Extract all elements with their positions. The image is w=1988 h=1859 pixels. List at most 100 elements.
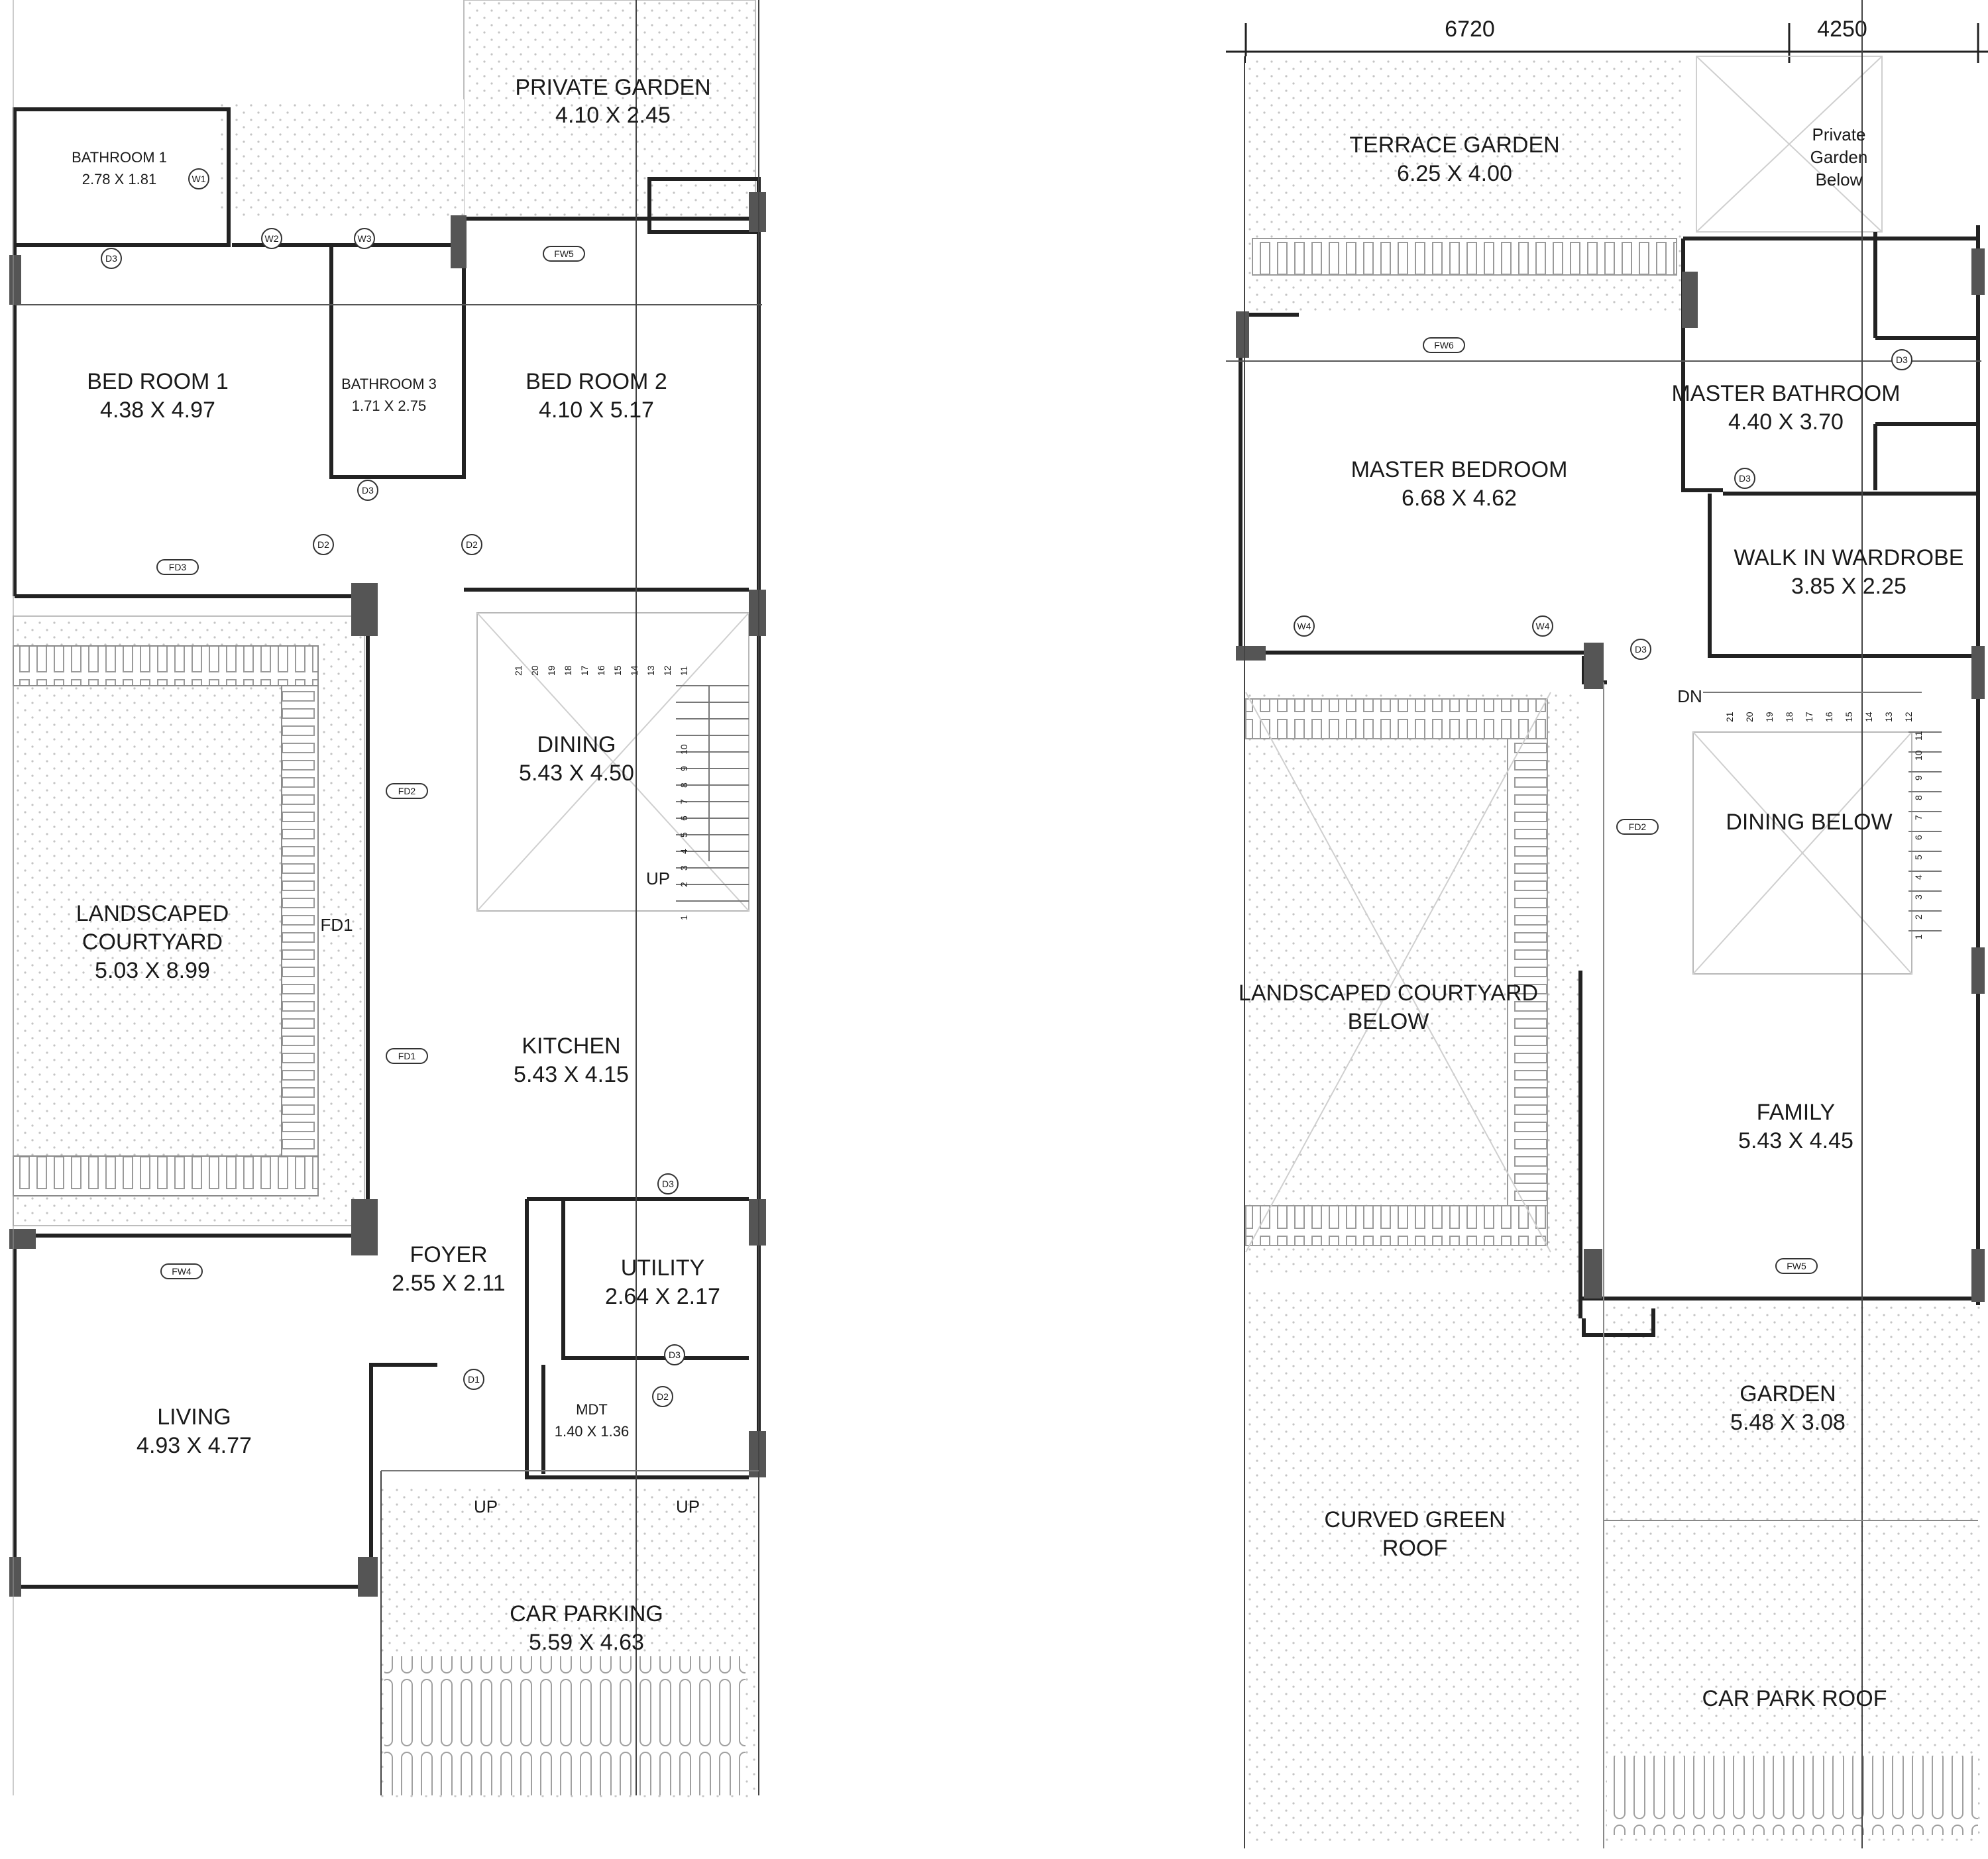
curved-green-roof-area xyxy=(1246,1289,1584,1845)
first-floor-plan: 6720 4250 xyxy=(1226,0,1988,1848)
stair-number: 2 xyxy=(1913,914,1924,920)
tag-d3-wardrobe: D3 xyxy=(1739,473,1751,484)
stair-number: 1 xyxy=(679,915,689,920)
private-garden-below-line1: Private xyxy=(1812,125,1866,144)
stair-number: 5 xyxy=(679,832,689,837)
stair-number: 8 xyxy=(1913,795,1924,800)
kitchen-size: 5.43 X 4.15 xyxy=(514,1062,629,1087)
tag-w2: W2 xyxy=(265,233,279,244)
tag-d2-mdt: D2 xyxy=(657,1391,669,1402)
car-park-roof-strips xyxy=(1607,1756,1978,1835)
stair-number: 9 xyxy=(679,766,689,771)
stair-number: 16 xyxy=(596,665,606,676)
curved-green-roof-line1: CURVED GREEN xyxy=(1324,1507,1505,1532)
family-size: 5.43 X 4.45 xyxy=(1738,1128,1853,1153)
mdt-name: MDT xyxy=(576,1401,608,1418)
bedroom1-name: BED ROOM 1 xyxy=(87,369,228,394)
stair-number: 18 xyxy=(563,665,573,676)
car-parking-size: 5.59 X 4.63 xyxy=(529,1630,644,1655)
tag-d3-mdt: D3 xyxy=(669,1350,681,1360)
utility-up-label: UP xyxy=(676,1497,700,1516)
courtyard-below-line2: BELOW xyxy=(1348,1009,1429,1034)
tag-fw4: FW4 xyxy=(172,1266,192,1277)
garden-name: GARDEN xyxy=(1740,1381,1836,1407)
tag-fd1: FD1 xyxy=(398,1051,416,1061)
stair-number: 3 xyxy=(1913,894,1924,900)
tag-fd3: FD3 xyxy=(169,562,187,572)
stair-number: 12 xyxy=(662,665,673,676)
mdt-size: 1.40 X 1.36 xyxy=(555,1423,630,1440)
stair-number: 8 xyxy=(679,782,689,788)
courtyard-planter-right xyxy=(281,685,319,1157)
stair-number: 3 xyxy=(679,865,689,871)
dimension-6720: 6720 xyxy=(1445,17,1495,42)
stair-number: 12 xyxy=(1903,712,1914,722)
terrace-garden-name: TERRACE GARDEN xyxy=(1349,133,1559,158)
dining-size: 5.43 X 4.50 xyxy=(519,761,634,786)
stair-number: 13 xyxy=(645,665,656,676)
terrace-garden-size: 6.25 X 4.00 xyxy=(1397,161,1512,186)
stair-number: 6 xyxy=(679,816,689,821)
tag-d1: D1 xyxy=(468,1374,480,1385)
bathroom3-size: 1.71 X 2.75 xyxy=(352,398,427,414)
utility-name: UTILITY xyxy=(621,1255,705,1281)
stair-up-label: UP xyxy=(646,869,670,888)
first-floor-tags: FW6 D3 D3 W4 W4 D3 FD2 FW5 xyxy=(1294,337,1912,1274)
bedroom2-size: 4.10 X 5.17 xyxy=(539,398,654,423)
walk-in-wardrobe-name: WALK IN WARDROBE xyxy=(1734,545,1964,570)
courtyard-planter-bottom xyxy=(13,1155,319,1196)
tag-fd2-first: FD2 xyxy=(1629,822,1647,832)
tag-w3: W3 xyxy=(358,233,372,244)
bedroom1-size: 4.38 X 4.97 xyxy=(100,398,215,423)
foyer-size: 2.55 X 2.11 xyxy=(392,1271,505,1296)
walk-in-wardrobe-size: 3.85 X 2.25 xyxy=(1791,574,1906,599)
stair-number: 20 xyxy=(1744,712,1755,722)
living-name: LIVING xyxy=(157,1405,231,1430)
garden-area xyxy=(1604,1302,1981,1520)
stair-number: 13 xyxy=(1883,712,1894,722)
master-bathroom-name: MASTER BATHROOM xyxy=(1671,381,1900,406)
courtyard-below-planter-right xyxy=(1507,738,1548,1243)
tag-fd2: FD2 xyxy=(398,786,416,796)
family-name: FAMILY xyxy=(1757,1100,1835,1125)
utility-size: 2.64 X 2.17 xyxy=(605,1284,720,1309)
fd1-label: FD1 xyxy=(320,915,353,935)
stair-number: 19 xyxy=(546,665,557,676)
stair-number: 4 xyxy=(679,849,689,854)
tag-d2-right: D2 xyxy=(466,539,478,550)
dining-name: DINING xyxy=(537,732,616,757)
car-parking-name: CAR PARKING xyxy=(510,1601,663,1626)
tag-fw6: FW6 xyxy=(1434,340,1454,350)
stair-number: 17 xyxy=(1804,712,1814,722)
courtyard-below-line1: LANDSCAPED COURTYARD xyxy=(1239,981,1538,1006)
private-garden-below-line2: Garden xyxy=(1810,147,1868,167)
bathroom1-size: 2.78 X 1.81 xyxy=(82,171,157,187)
parking-strips xyxy=(384,1656,746,1795)
garden-size: 5.48 X 3.08 xyxy=(1730,1410,1846,1435)
stair-number: 21 xyxy=(1724,712,1735,722)
stair-number: 2 xyxy=(679,882,689,887)
stair-number: 6 xyxy=(1913,835,1924,840)
first-floor-columns xyxy=(1236,248,1985,1302)
stair-number: 16 xyxy=(1824,712,1834,722)
master-bathroom-size: 4.40 X 3.70 xyxy=(1728,409,1844,435)
first-stair-numbers: 1 2 3 4 5 6 7 8 9 10 11 12 13 14 15 16 1… xyxy=(1724,712,1924,939)
stair-number: 14 xyxy=(629,665,639,676)
stair-number: 15 xyxy=(1844,712,1854,722)
stair-number: 19 xyxy=(1764,712,1775,722)
tag-d3-utility: D3 xyxy=(662,1179,674,1189)
private-garden-below-line3: Below xyxy=(1816,170,1863,189)
stair-number: 14 xyxy=(1863,712,1874,722)
tag-d3-bath3: D3 xyxy=(362,485,374,496)
bathroom1-garden-strip xyxy=(219,99,464,219)
private-garden-area xyxy=(463,0,756,219)
ground-floor-tags: W1 W2 W3 D3 D3 FW5 FD3 D2 D2 FD2 FD1 FW4… xyxy=(101,168,685,1407)
stair-number: 17 xyxy=(579,665,590,676)
first-stair-treads xyxy=(1703,692,1942,931)
tag-d3-bedroom: D3 xyxy=(1635,644,1647,655)
tag-fw5: FW5 xyxy=(554,248,574,259)
car-park-roof-name: CAR PARK ROOF xyxy=(1702,1686,1887,1711)
tag-d3-bath1: D3 xyxy=(105,253,117,264)
living-size: 4.93 X 4.77 xyxy=(137,1433,252,1458)
